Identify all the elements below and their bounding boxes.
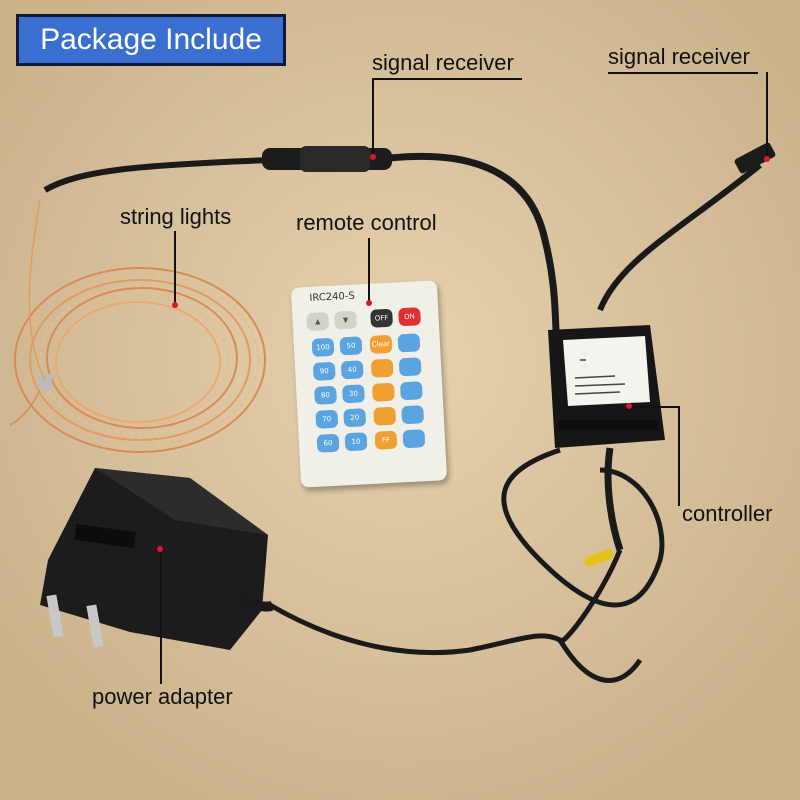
remote-button-blank-4 bbox=[401, 405, 425, 425]
remote-button-flash-3 bbox=[373, 406, 397, 426]
controller-leader-h bbox=[630, 406, 678, 408]
remote-control: IRC240-S ▲ ▼ OFF ON 100 50 Clear 90 40 8… bbox=[290, 280, 448, 488]
remote-control-label: remote control bbox=[296, 210, 437, 235]
remote-button-blank-3 bbox=[399, 381, 423, 401]
signal-receiver-leader-1 bbox=[372, 78, 374, 156]
signal-receiver-underline-2 bbox=[608, 72, 758, 74]
remote-button-clear: Clear bbox=[369, 334, 393, 354]
signal-receiver-label-1: signal receiver bbox=[372, 50, 514, 75]
remote-button-100: 100 bbox=[311, 337, 335, 357]
remote-button-flash-1 bbox=[370, 358, 394, 378]
power-adapter-label: power adapter bbox=[92, 684, 233, 709]
remote-button-60: 60 bbox=[316, 433, 340, 453]
power-adapter-leader bbox=[160, 550, 162, 684]
remote-model-label: IRC240-S bbox=[309, 290, 356, 304]
remote-button-90: 90 bbox=[312, 361, 336, 381]
down-arrow-icon: ▼ bbox=[334, 310, 358, 330]
controller-label: controller bbox=[682, 501, 773, 526]
signal-receiver-underline-1 bbox=[372, 78, 522, 80]
remote-button-ff: FF bbox=[374, 430, 398, 450]
signal-receiver-leader-2 bbox=[766, 72, 768, 158]
string-lights-label: string lights bbox=[120, 204, 232, 229]
remote-button-10: 10 bbox=[344, 432, 368, 452]
remote-button-50: 50 bbox=[339, 336, 363, 356]
string-lights-leader bbox=[174, 231, 176, 303]
remote-button-blank-1 bbox=[397, 333, 421, 353]
signal-receiver-marker-2 bbox=[764, 156, 770, 162]
signal-receiver-cable bbox=[43, 142, 776, 331]
remote-button-blank-5 bbox=[402, 429, 426, 449]
remote-button-on: ON bbox=[398, 307, 421, 327]
remote-control-leader bbox=[368, 238, 370, 302]
string-lights-marker bbox=[172, 302, 178, 308]
remote-button-flash-2 bbox=[371, 382, 395, 402]
signal-receiver-label-2: signal receiver bbox=[608, 44, 750, 69]
power-cable bbox=[268, 447, 665, 683]
up-arrow-icon: ▲ bbox=[306, 312, 330, 332]
remote-button-20: 20 bbox=[343, 408, 367, 428]
remote-button-80: 80 bbox=[314, 385, 337, 405]
package-include-title: Package Include bbox=[16, 14, 286, 66]
remote-button-off: OFF bbox=[370, 308, 394, 328]
remote-control-marker bbox=[366, 300, 372, 306]
remote-button-40: 40 bbox=[340, 360, 364, 380]
remote-button-70: 70 bbox=[315, 409, 339, 429]
controller-box bbox=[548, 325, 665, 552]
controller-marker bbox=[626, 403, 632, 409]
remote-button-30: 30 bbox=[342, 384, 365, 404]
controller-leader-v bbox=[678, 406, 680, 506]
power-adapter bbox=[40, 468, 273, 650]
string-lights-coil bbox=[9, 199, 266, 453]
signal-receiver-marker-1 bbox=[370, 154, 376, 160]
remote-button-blank-2 bbox=[398, 357, 422, 377]
power-adapter-marker bbox=[157, 546, 163, 552]
